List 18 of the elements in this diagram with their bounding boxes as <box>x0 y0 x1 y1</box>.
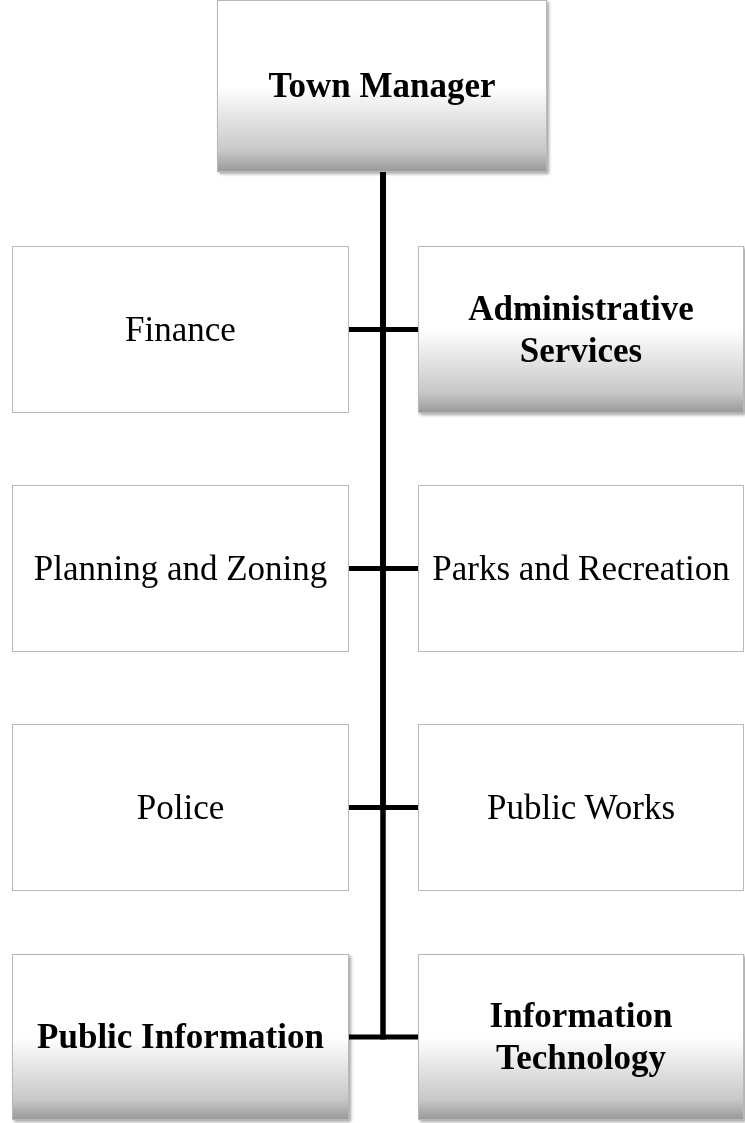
box-label: Information Technology <box>488 995 674 1079</box>
box-label: Police <box>136 786 225 829</box>
org-box <box>217 0 547 172</box>
org-box <box>12 485 349 652</box>
box-label: Parks and Recreation <box>432 547 730 590</box>
org-box <box>12 246 349 413</box>
org-box <box>12 954 349 1120</box>
box-label: Public Information <box>37 1016 324 1058</box>
org-box <box>418 485 744 652</box>
org-box <box>12 724 349 891</box>
org-box <box>418 724 744 891</box>
org-box <box>418 954 744 1120</box>
box-label: Finance <box>125 308 236 351</box>
box-label: Public Works <box>486 786 676 829</box>
box-label: Planning and Zoning <box>33 547 328 590</box>
box-label: Town Manager <box>268 65 496 107</box>
box-label: Administrative Services <box>467 287 695 372</box>
org-box <box>418 246 744 413</box>
